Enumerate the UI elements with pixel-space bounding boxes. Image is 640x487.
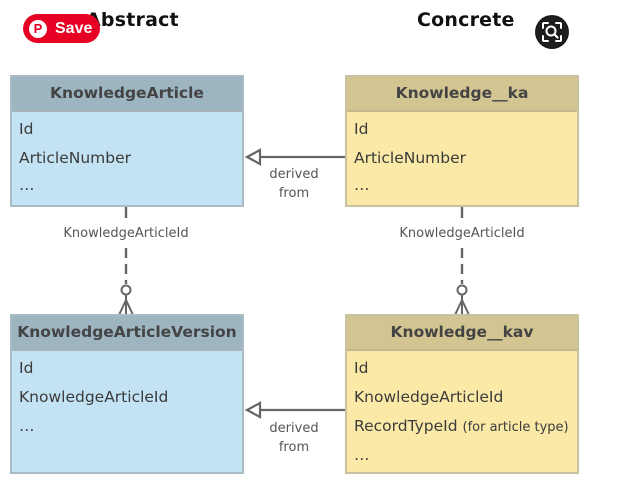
derived-label-line1: derived bbox=[269, 421, 319, 436]
save-button-label: Save bbox=[55, 19, 93, 37]
derived-from-label-top: derived from bbox=[262, 165, 326, 203]
visual-search-button[interactable] bbox=[535, 15, 569, 49]
crowfoot-right-a bbox=[454, 299, 463, 316]
derived-arrowhead-bottom bbox=[244, 401, 262, 419]
relationship-circle-left bbox=[120, 284, 132, 296]
field-article-number: ArticleNumber bbox=[19, 149, 131, 167]
field-id: Id bbox=[354, 359, 369, 377]
crowfoot-left-b bbox=[125, 299, 134, 316]
field-ellipsis: … bbox=[19, 176, 35, 194]
relationship-circle-right bbox=[456, 284, 468, 296]
record-type-note: (for article type) bbox=[462, 420, 569, 435]
field-knowledge-article-id: KnowledgeArticleId bbox=[19, 388, 169, 406]
field-ellipsis: … bbox=[354, 446, 370, 464]
field-knowledge-article-id: KnowledgeArticleId bbox=[354, 388, 504, 406]
field-id: Id bbox=[354, 120, 369, 138]
relationship-label-right: KnowledgeArticleId bbox=[399, 226, 525, 241]
concrete-heading: Concrete bbox=[417, 9, 515, 31]
crowfoot-right-b bbox=[461, 299, 470, 316]
field-article-number: ArticleNumber bbox=[354, 149, 466, 167]
entity-knowledge-kav: Knowledge__kav Id KnowledgeArticleId Rec… bbox=[345, 314, 579, 474]
derived-label-line2: from bbox=[278, 440, 310, 455]
field-id: Id bbox=[19, 359, 34, 377]
field-ellipsis: … bbox=[19, 417, 35, 435]
derived-arrowhead-top bbox=[244, 148, 262, 166]
entity-knowledge-article: KnowledgeArticle Id ArticleNumber … bbox=[10, 75, 244, 207]
crowfoot-left-a bbox=[118, 299, 127, 316]
entity-title: KnowledgeArticle bbox=[12, 77, 242, 112]
pinterest-logo-icon: P bbox=[29, 19, 47, 38]
derived-label-line1: derived bbox=[269, 167, 319, 182]
field-ellipsis: … bbox=[354, 176, 370, 194]
relationship-label-left: KnowledgeArticleId bbox=[63, 226, 189, 241]
entity-title: KnowledgeArticleVersion bbox=[12, 316, 242, 351]
entity-title: Knowledge__kav bbox=[347, 316, 577, 351]
record-type-id-label: RecordTypeId bbox=[354, 417, 458, 435]
pinterest-save-button[interactable]: P Save bbox=[23, 14, 100, 43]
entity-knowledge-article-version: KnowledgeArticleVersion Id KnowledgeArti… bbox=[10, 314, 244, 474]
visual-search-icon bbox=[542, 22, 562, 42]
derived-from-label-bottom: derived from bbox=[262, 419, 326, 457]
field-id: Id bbox=[19, 120, 34, 138]
field-record-type-id: RecordTypeId (for article type) bbox=[354, 417, 569, 435]
entity-title: Knowledge__ka bbox=[347, 77, 577, 112]
abstract-heading: Abstract bbox=[86, 9, 179, 31]
entity-knowledge-ka: Knowledge__ka Id ArticleNumber … bbox=[345, 75, 579, 207]
derived-label-line2: from bbox=[278, 186, 310, 201]
